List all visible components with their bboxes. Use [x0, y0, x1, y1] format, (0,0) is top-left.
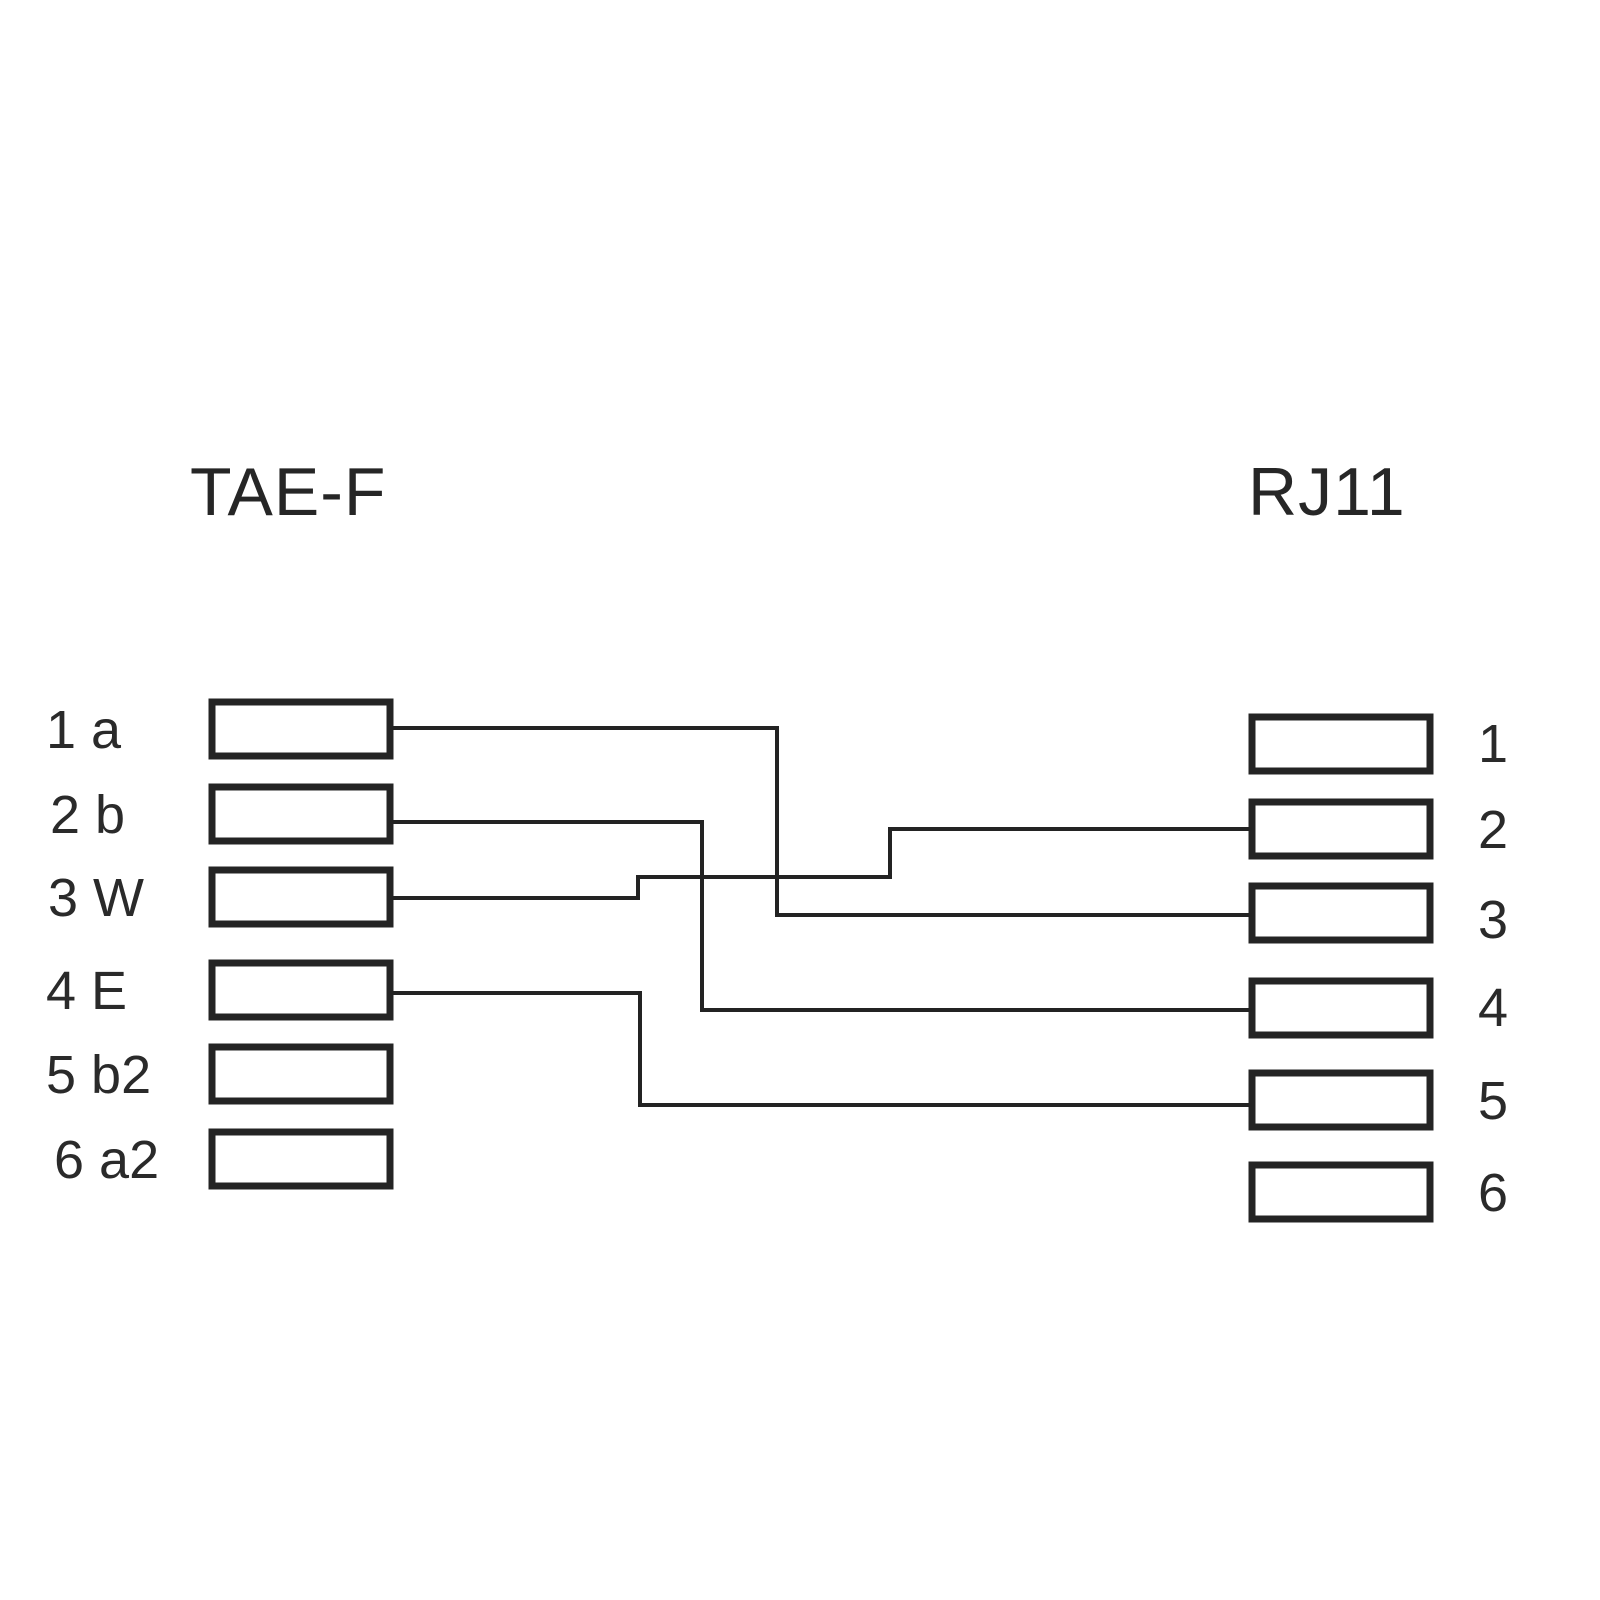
taef-pin-4-box [208, 959, 394, 1021]
taef-pin-5-box [208, 1043, 394, 1105]
taef-pin-6-label: 6 a2 [54, 1130, 159, 1190]
wire-taef-2b-to-rj11-4 [390, 820, 1252, 1012]
rj11-pin-3-label: 3 [1478, 890, 1508, 950]
rj11-pin-5-box [1248, 1069, 1434, 1131]
right-connector-title: RJ11 [1248, 454, 1406, 530]
left-connector-title: TAE-F [190, 454, 386, 530]
rj11-pin-6-label: 6 [1478, 1163, 1508, 1223]
taef-pin-6-box [208, 1128, 394, 1190]
wire-taef-3w-to-rj11-2 [390, 827, 1252, 900]
taef-pin-3-box [208, 866, 394, 928]
taef-pin-1-box [208, 698, 394, 760]
rj11-pin-3-box [1248, 882, 1434, 944]
taef-pin-2-label: 2 b [50, 785, 125, 845]
rj11-pin-4-label: 4 [1478, 978, 1508, 1038]
rj11-pin-6-box [1248, 1161, 1434, 1223]
taef-pin-1-label: 1 a [46, 700, 122, 760]
rj11-pin-4-box [1248, 977, 1434, 1039]
rj11-pin-1-box [1248, 713, 1434, 775]
rj11-pin-2-label: 2 [1478, 800, 1508, 860]
rj11-pin-5-label: 5 [1478, 1071, 1508, 1131]
taef-pin-4-label: 4 E [46, 961, 127, 1021]
rj11-pin-2-box [1248, 798, 1434, 860]
wire-taef-4e-to-rj11-5 [390, 991, 1252, 1107]
wire-taef-1a-to-rj11-3 [390, 726, 1252, 917]
taef-pin-5-label: 5 b2 [46, 1045, 151, 1105]
taef-pin-3-label: 3 W [48, 868, 144, 928]
taef-pin-2-box [208, 783, 394, 845]
rj11-pin-1-label: 1 [1478, 714, 1508, 774]
